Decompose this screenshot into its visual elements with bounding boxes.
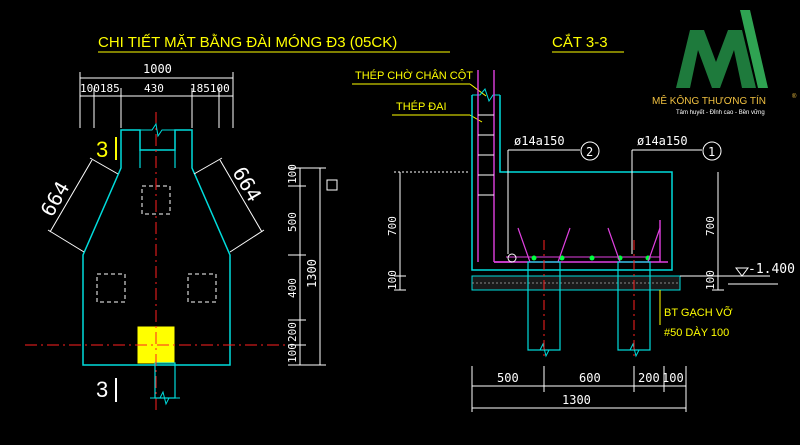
plan-title: CHI TIẾT MẶT BẰNG ĐÀI MÓNG Đ3 (05CK) bbox=[98, 33, 397, 51]
dim-left-base: 100 bbox=[386, 270, 399, 290]
rebar-section-dot bbox=[507, 253, 517, 263]
dim-bottom-part-4: 100 bbox=[662, 371, 684, 385]
cut-label-top: 3 bbox=[96, 137, 108, 162]
dim-right-total: 1300 bbox=[305, 259, 319, 288]
dim-right-part-4: 200 bbox=[286, 322, 299, 342]
dim-top-part-left: 100185 bbox=[80, 82, 120, 95]
bar-2-label: ø14a150 bbox=[514, 134, 565, 148]
label-stirrup: THÉP ĐAI bbox=[396, 100, 447, 113]
bar-1-id: 1 bbox=[708, 145, 715, 159]
dim-bottom-part-1: 500 bbox=[497, 371, 519, 385]
lean-label-1: BT GẠCH VỠ bbox=[664, 306, 733, 319]
dim-right-part-2: 500 bbox=[286, 212, 299, 232]
bar-1-tag bbox=[702, 141, 722, 161]
section-outline bbox=[471, 95, 673, 271]
dim-bottom-total: 1300 bbox=[562, 393, 591, 407]
dim-right-part-5: 100 bbox=[286, 343, 299, 363]
dim-bottom-part-2: 600 bbox=[579, 371, 601, 385]
dim-top-total: 1000 bbox=[143, 62, 172, 76]
dim-top-part-mid: 430 bbox=[144, 82, 164, 95]
bar-1-label: ø14a150 bbox=[637, 134, 688, 148]
logo-mark bbox=[676, 30, 756, 88]
bar-2-tag bbox=[580, 141, 600, 161]
dim-bottom-part-3: 200 bbox=[638, 371, 660, 385]
dim-slope-left: 664 bbox=[36, 177, 75, 220]
label-starter-bars: THÉP CHỜ CHÂN CỘT bbox=[355, 69, 473, 82]
rebar-dots bbox=[531, 255, 651, 261]
plan-view: 1000 100185 430 185100 664 664 3 3 bbox=[25, 62, 338, 410]
dim-left-height: 700 bbox=[386, 216, 399, 236]
company-logo: MÊ KÔNG THƯƠNG TÍN ® Tâm huyết - Đỉnh ca… bbox=[652, 10, 797, 116]
dim-line-slope-right bbox=[219, 159, 263, 233]
cut-label-bottom: 3 bbox=[96, 377, 108, 402]
dim-right-part-3: 400 bbox=[286, 278, 299, 298]
dim-slope-right: 664 bbox=[228, 163, 267, 206]
pile-left bbox=[96, 273, 126, 303]
pile-right bbox=[187, 273, 217, 303]
pile-anchor-right bbox=[607, 227, 661, 263]
lean-label-2: #50 DÀY 100 bbox=[664, 326, 729, 339]
bar-2-id: 2 bbox=[586, 145, 593, 159]
section-view: THÉP CHỜ CHÂN CỘT THÉP ĐAI bbox=[352, 69, 795, 412]
section-title: CẮT 3-3 bbox=[552, 33, 608, 51]
level-triangle bbox=[735, 267, 749, 277]
logo-registered: ® bbox=[792, 93, 797, 100]
level-value: -1.400 bbox=[748, 262, 795, 277]
column-stub-bottom bbox=[154, 362, 176, 399]
dim-right-base: 100 bbox=[704, 270, 717, 290]
logo-name: MÊ KÔNG THƯƠNG TÍN bbox=[652, 94, 766, 107]
dim-right-height: 700 bbox=[704, 216, 717, 236]
dim-top-part-right: 185100 bbox=[190, 82, 230, 95]
dim-right-part-1: 100 bbox=[286, 164, 299, 184]
square-marker bbox=[326, 179, 338, 191]
pile-anchor-left bbox=[517, 227, 571, 263]
dim-line-slope-left bbox=[49, 159, 93, 233]
logo-tagline: Tâm huyết - Đỉnh cao - Bền vững bbox=[676, 109, 765, 116]
